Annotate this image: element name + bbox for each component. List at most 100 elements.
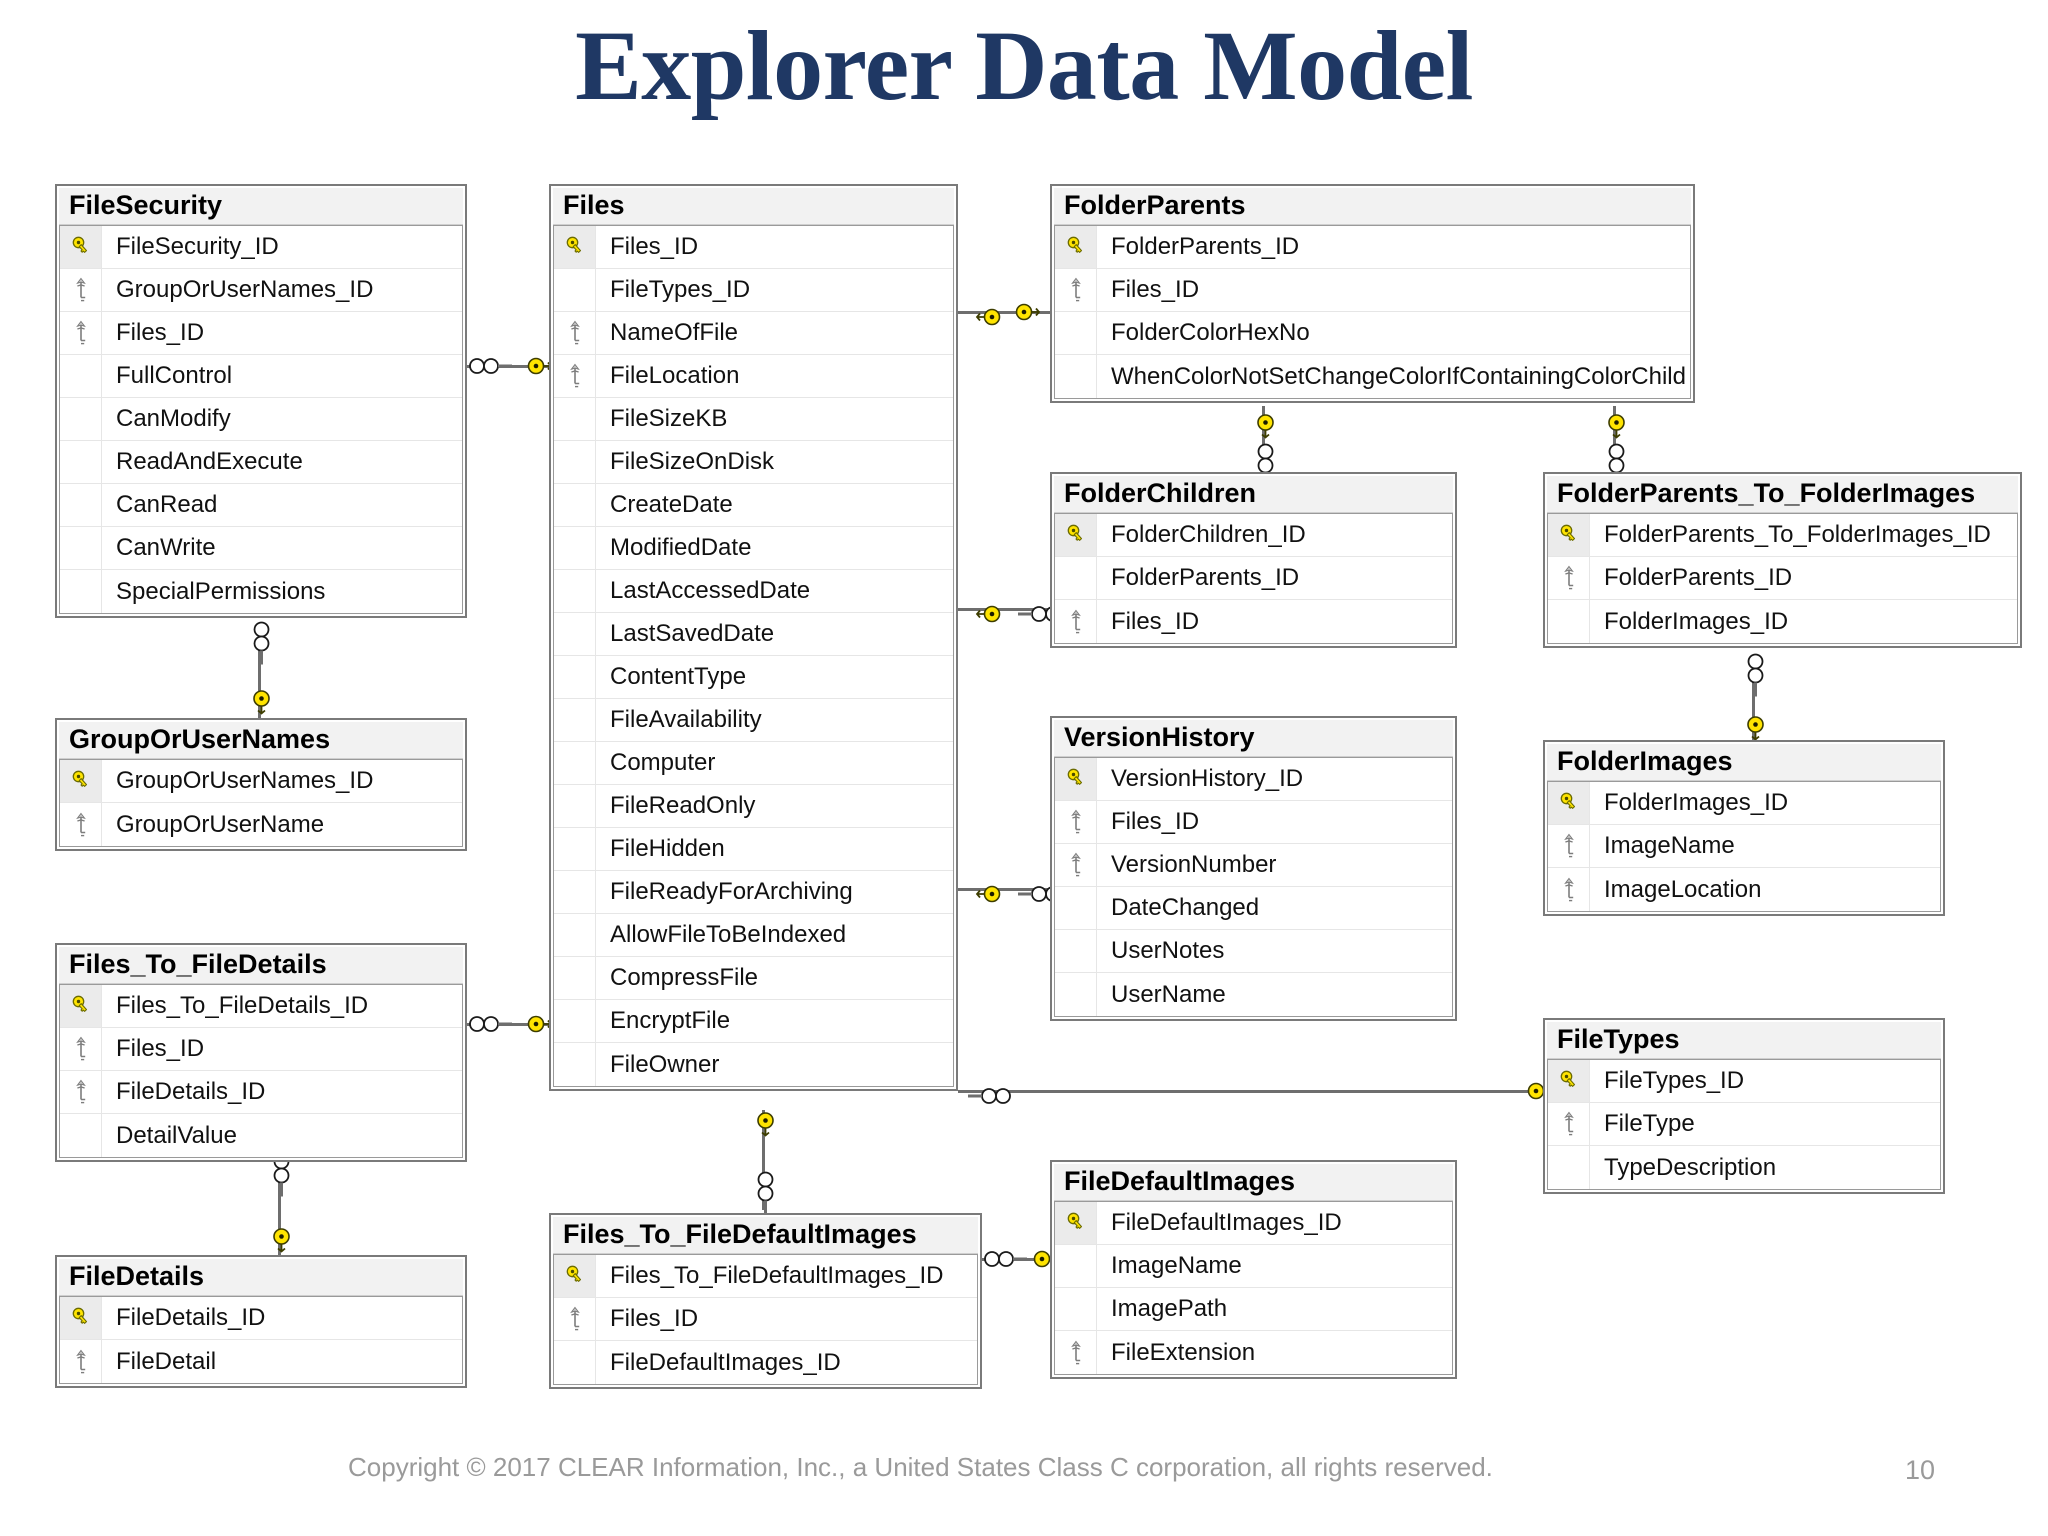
field-row[interactable]: Files_To_FileDefaultImages_ID — [554, 1255, 977, 1299]
field-row[interactable]: Files_ID — [1055, 269, 1690, 313]
field-row[interactable]: Files_ID — [60, 1028, 462, 1072]
field-row[interactable]: FileDetail — [60, 1340, 462, 1384]
one-marker-icon — [972, 878, 1004, 905]
field-row[interactable]: FileDetails_ID — [60, 1297, 462, 1341]
entity-table-files-to-filedefaultimages[interactable]: Files_To_FileDefaultImages Files_To_File… — [549, 1213, 982, 1390]
field-row[interactable]: Files_To_FileDetails_ID — [60, 985, 462, 1029]
field-row[interactable]: FileHidden — [554, 828, 953, 872]
field-row[interactable]: FileSizeKB — [554, 398, 953, 442]
field-row[interactable]: ImageName — [1548, 825, 1940, 869]
one-marker-icon — [1012, 301, 1044, 328]
entity-table-filesecurity[interactable]: FileSecurity FileSecurity_ID GroupOrUser… — [55, 184, 467, 619]
field-row[interactable]: FileSecurity_ID — [60, 226, 462, 270]
field-name: Computer — [610, 749, 716, 777]
field-row[interactable]: FileOwner — [554, 1043, 953, 1087]
field-row[interactable]: FolderParents_To_FolderImages_ID — [1548, 514, 2017, 558]
field-row[interactable]: FileReadOnly — [554, 785, 953, 829]
index-arrow-icon — [60, 803, 102, 847]
entity-table-files-to-filedetails[interactable]: Files_To_FileDetails Files_To_FileDetail… — [55, 943, 467, 1163]
field-row[interactable]: VersionNumber — [1055, 844, 1452, 888]
field-row[interactable]: ModifiedDate — [554, 527, 953, 571]
field-row[interactable]: LastAccessedDate — [554, 570, 953, 614]
field-row[interactable]: GroupOrUserNames_ID — [60, 269, 462, 313]
field-row[interactable]: FileDetails_ID — [60, 1071, 462, 1115]
field-row[interactable]: GroupOrUserNames_ID — [60, 760, 462, 804]
field-row[interactable]: FileReadyForArchiving — [554, 871, 953, 915]
field-row[interactable]: Files_ID — [554, 226, 953, 270]
field-row[interactable]: Computer — [554, 742, 953, 786]
entity-table-grouporusernames[interactable]: GroupOrUserNames GroupOrUserNames_ID Gro… — [55, 718, 467, 852]
primary-key-icon — [1055, 514, 1097, 557]
field-row[interactable]: Files_ID — [60, 312, 462, 356]
field-row[interactable]: NameOfFile — [554, 312, 953, 356]
field-row[interactable]: FileAvailability — [554, 699, 953, 743]
field-name: FileSecurity_ID — [116, 233, 279, 261]
field-row[interactable]: EncryptFile — [554, 1000, 953, 1044]
page-title: Explorer Data Model — [575, 10, 1473, 121]
field-row[interactable]: AllowFileToBeIndexed — [554, 914, 953, 958]
field-row[interactable]: WhenColorNotSetChangeColorIfContainingCo… — [1055, 355, 1690, 399]
field-row[interactable]: GroupOrUserName — [60, 803, 462, 847]
field-row[interactable]: CanModify — [60, 398, 462, 442]
field-name: ImageName — [1111, 1252, 1242, 1280]
field-marker-empty — [554, 1043, 596, 1087]
entity-table-folderparents-to-folderimages[interactable]: FolderParents_To_FolderImages FolderPare… — [1543, 472, 2022, 649]
field-row[interactable]: FullControl — [60, 355, 462, 399]
field-row[interactable]: UserName — [1055, 973, 1452, 1017]
field-row[interactable]: UserNotes — [1055, 930, 1452, 974]
field-name: FileDefaultImages_ID — [1111, 1209, 1342, 1237]
index-arrow-icon — [554, 355, 596, 398]
field-row[interactable]: Files_ID — [1055, 600, 1452, 644]
field-row[interactable]: DetailValue — [60, 1114, 462, 1158]
field-name: FolderParents_ID — [1111, 564, 1300, 592]
entity-table-filedetails[interactable]: FileDetails FileDetails_ID FileDetail — [55, 1255, 467, 1389]
crows-foot-icon — [750, 1171, 777, 1215]
field-row[interactable]: FolderColorHexNo — [1055, 312, 1690, 356]
field-row[interactable]: ImageLocation — [1548, 868, 1940, 912]
field-row[interactable]: CanWrite — [60, 527, 462, 571]
entity-table-folderimages[interactable]: FolderImages FolderImages_ID ImageName I… — [1543, 740, 1945, 917]
field-name: CompressFile — [610, 964, 759, 992]
field-row[interactable]: ReadAndExecute — [60, 441, 462, 485]
field-row[interactable]: FolderImages_ID — [1548, 600, 2017, 644]
field-row[interactable]: FolderChildren_ID — [1055, 514, 1452, 558]
field-row[interactable]: VersionHistory_ID — [1055, 758, 1452, 802]
field-row[interactable]: FolderParents_ID — [1548, 557, 2017, 601]
field-row[interactable]: Files_ID — [554, 1298, 977, 1342]
field-row[interactable]: SpecialPermissions — [60, 570, 462, 614]
field-row[interactable]: FileExtension — [1055, 1331, 1452, 1375]
field-row[interactable]: FileDefaultImages_ID — [1055, 1202, 1452, 1246]
one-marker-icon — [972, 598, 1004, 625]
field-row[interactable]: FolderParents_ID — [1055, 557, 1452, 601]
field-row[interactable]: FileSizeOnDisk — [554, 441, 953, 485]
field-marker-empty — [1055, 887, 1097, 930]
field-row[interactable]: Files_ID — [1055, 801, 1452, 845]
field-row[interactable]: ContentType — [554, 656, 953, 700]
field-marker-empty — [1055, 355, 1097, 399]
field-row[interactable]: FileType — [1548, 1103, 1940, 1147]
field-row[interactable]: FileTypes_ID — [1548, 1060, 1940, 1104]
field-row[interactable]: CompressFile — [554, 957, 953, 1001]
field-row[interactable]: ImageName — [1055, 1245, 1452, 1289]
field-row[interactable]: CreateDate — [554, 484, 953, 528]
field-row[interactable]: FileLocation — [554, 355, 953, 399]
field-name: CreateDate — [610, 491, 733, 519]
field-row[interactable]: CanRead — [60, 484, 462, 528]
field-row[interactable]: TypeDescription — [1548, 1146, 1940, 1190]
field-name: Files_To_FileDefaultImages_ID — [610, 1262, 944, 1290]
field-row[interactable]: FileDefaultImages_ID — [554, 1341, 977, 1385]
index-arrow-icon — [60, 269, 102, 312]
field-name: ImageName — [1604, 832, 1735, 860]
field-row[interactable]: DateChanged — [1055, 887, 1452, 931]
entity-table-versionhistory[interactable]: VersionHistory VersionHistory_ID Files_I… — [1050, 716, 1457, 1022]
field-row[interactable]: FileTypes_ID — [554, 269, 953, 313]
field-row[interactable]: FolderParents_ID — [1055, 226, 1690, 270]
field-row[interactable]: FolderImages_ID — [1548, 782, 1940, 826]
field-row[interactable]: ImagePath — [1055, 1288, 1452, 1332]
field-row[interactable]: LastSavedDate — [554, 613, 953, 657]
